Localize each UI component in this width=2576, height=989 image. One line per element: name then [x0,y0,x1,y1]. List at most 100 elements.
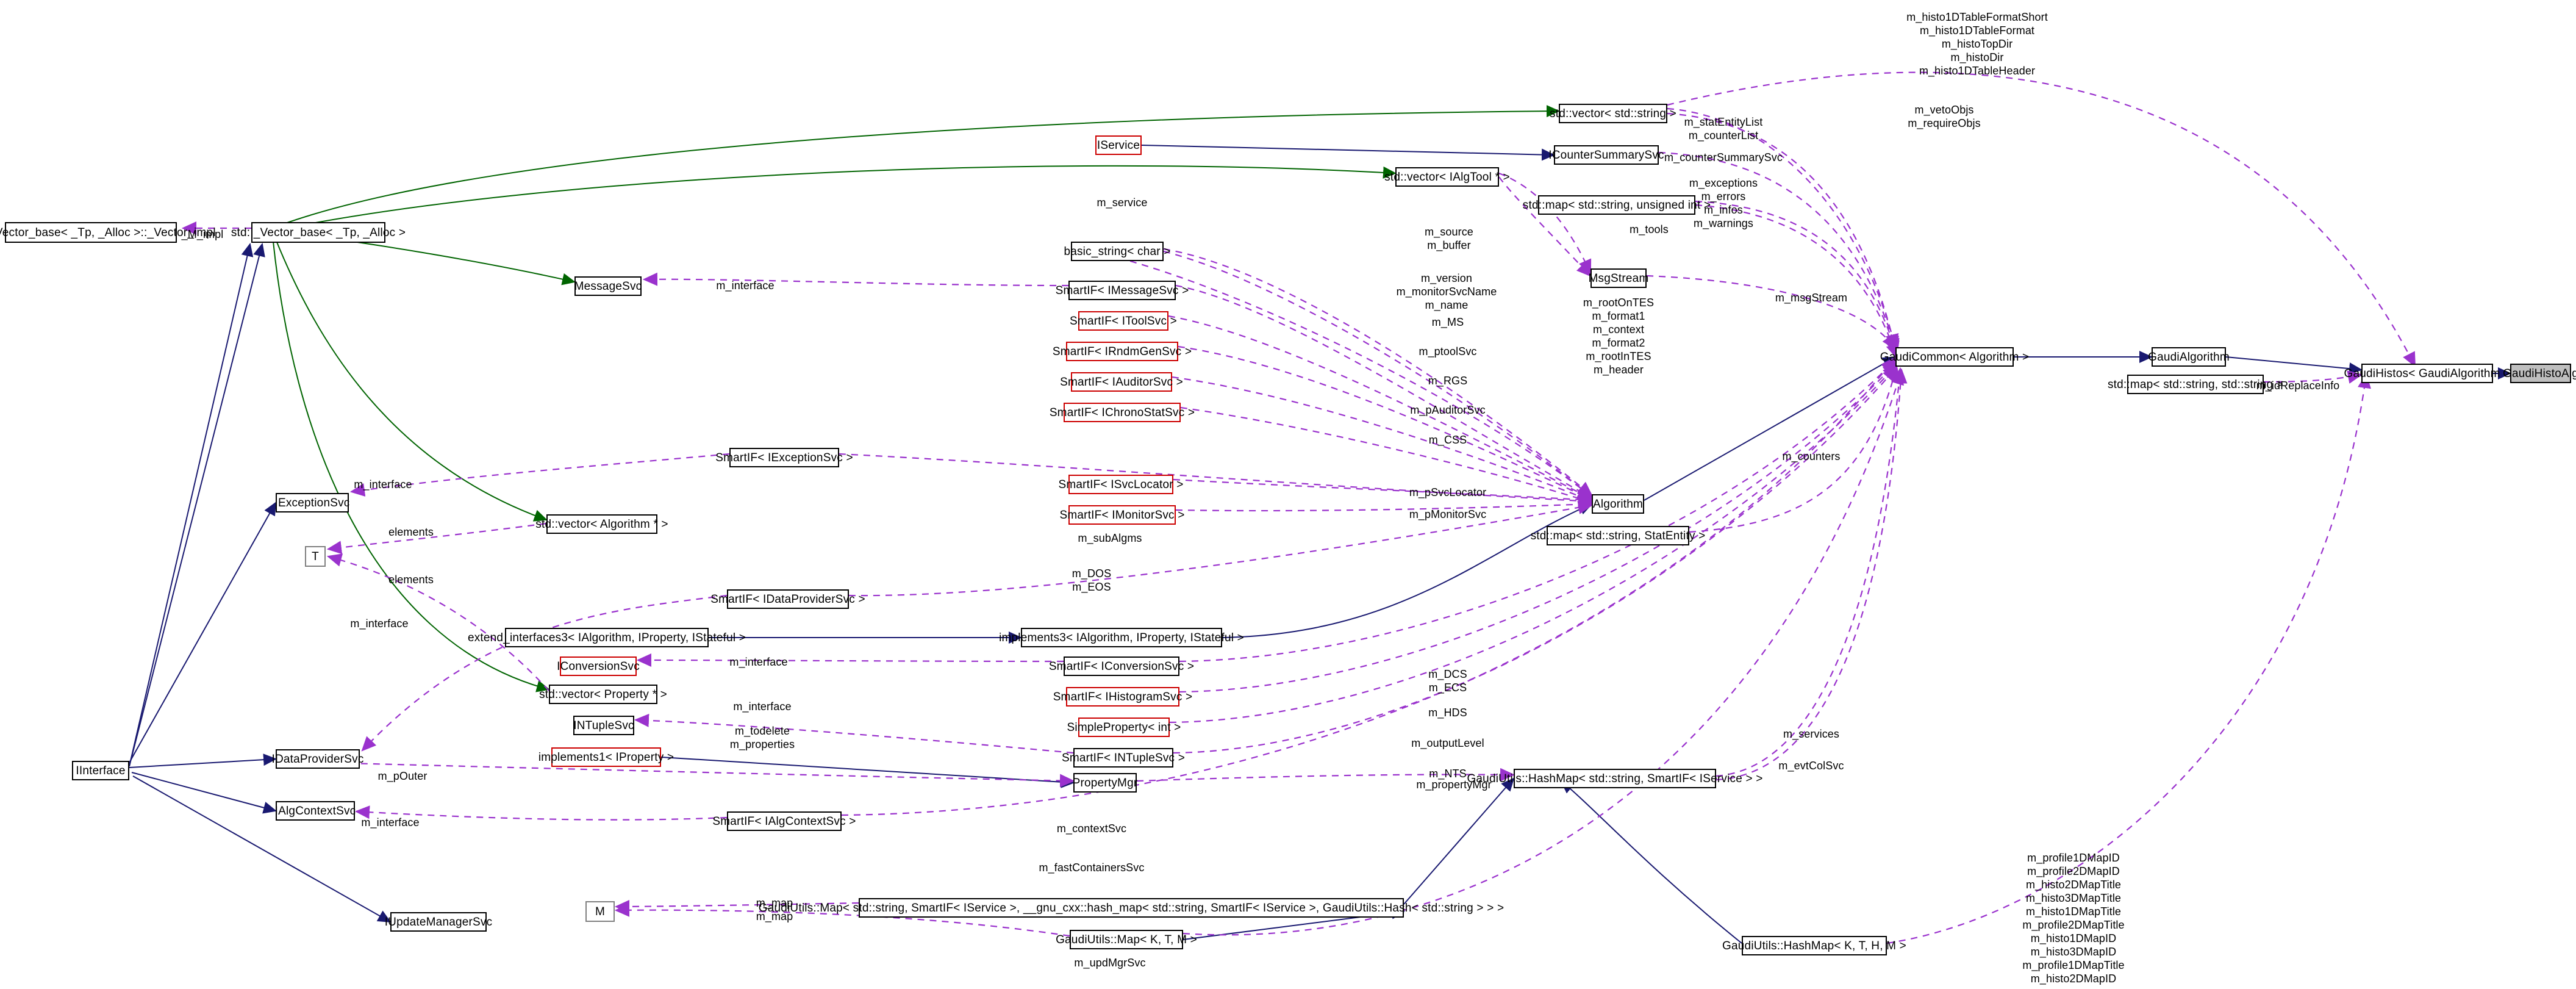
edge-label-e18: m_version m_monitorSvcName m_name [1396,272,1497,311]
edge-label-e27: m_DOS m_EOS [1072,567,1112,593]
class-node-n48[interactable]: GaudiHistos< GaudiAlgorithm > [2344,364,2510,383]
usage-edge [1667,71,2416,367]
inheritance-edges [129,145,2511,944]
edge-label-e36: m_evtColSvc [1778,760,1844,772]
edge-label-e35: m_services [1783,728,1840,740]
class-node-n47[interactable]: std::map< std::string, std::string > [2108,375,2283,394]
class-node-n14[interactable]: M [585,901,615,922]
class-node-n28[interactable]: SimpleProperty< int > [1067,717,1181,737]
class-node-n32[interactable]: std::vector< IAlgTool * > [1384,167,1510,187]
usage-edge [1163,248,1593,497]
usage-edge [1169,364,1898,724]
class-node-n11[interactable]: IAlgContextSvc [275,801,356,821]
class-node-n49[interactable]: GaudiHistoAlg [2503,364,2576,383]
edge-label-e39: m_exceptions m_errors m_infos m_warnings [1689,177,1758,229]
edge-label-e42: m_histo1DTableFormatShort m_histo1DTable… [1906,11,2048,77]
class-node-n46[interactable]: GaudiAlgorithm [2148,347,2230,367]
class-node-n16[interactable]: SmartIF< IAlgContextSvc > [712,811,856,831]
edge-label-e26: m_subAlgms [1078,532,1142,544]
class-node-n12[interactable]: IInterface [72,761,129,780]
edge-label-e38: m_counterSummarySvc [1664,151,1783,164]
usage-edge [1667,112,1899,352]
edge-label-e8: m_todelete m_properties [729,725,795,750]
class-node-n21[interactable]: SmartIF< IRndmGenSvc > [1053,342,1192,361]
class-node-n39[interactable]: extend_interfaces3< IAlgorithm, IPropert… [468,628,746,647]
inherit-edge [129,243,254,767]
class-node-n35[interactable]: std::map< std::string, unsigned int > [1523,195,1711,215]
usage-edge [1498,172,1592,275]
inherit-edge [1222,503,1593,638]
class-node-n22[interactable]: SmartIF< IAuditorSvc > [1060,372,1183,392]
class-node-n42[interactable]: GaudiUtils::Map< std::string, SmartIF< I… [759,898,1504,918]
class-node-n41[interactable]: GaudiUtils::HashMap< std::string, SmartI… [1467,769,1762,788]
edge-label-e33: m_msgStream [1775,292,1848,304]
inherit-edge [2225,356,2363,375]
inherit-edge [1403,777,1515,905]
class-node-n30[interactable]: basic_string< char > [1064,242,1170,261]
class-node-n40[interactable]: implements3< IAlgorithm, IProperty, ISta… [999,628,1244,647]
class-node-n18[interactable]: SmartIF< IExceptionSvc > [715,448,853,467]
edge-label-e41: m_vetoObjs m_requireObjs [1908,104,1981,129]
class-node-n7[interactable]: std::vector< Property * > [539,685,667,704]
usage-edges [181,71,2416,944]
usage-edge [1173,478,1594,506]
class-node-n29[interactable]: SmartIF< INTupleSvc > [1062,748,1185,768]
class-node-n10[interactable]: IDataProviderSvc [271,749,363,769]
class-node-n15[interactable]: PropertyMgr [1073,773,1137,793]
inherit-edge [1644,356,1897,501]
class-node-n45[interactable]: GaudiCommon< Algorithm > [1880,347,2029,367]
class-node-n33[interactable]: std::vector< std::string > [1550,104,1676,123]
inherit-edge [660,757,1075,788]
template-edge [292,165,1397,228]
class-node-n5[interactable]: std::vector< Algorithm * > [535,514,668,534]
edge-label-e29: m_HDS [1428,707,1467,719]
edge-label-e9: m_pOuter [377,770,428,782]
edge-label-e20: m_ptoolSvc [1419,345,1477,358]
class-node-n8[interactable]: INTupleSvc [573,716,634,735]
edge-label-e5: m_interface [350,617,409,630]
class-node-n19[interactable]: SmartIF< IMessageSvc > [1056,281,1189,300]
class-node-n34[interactable]: ICounterSummarySvc [1548,145,1664,165]
class-node-n3[interactable]: IExceptionSvc [275,493,349,512]
usage-edge [1498,176,1592,277]
template-edges [273,105,1560,692]
edge-label-e2: m_interface [354,478,412,491]
edge-label-e40: m_tools [1630,223,1669,236]
class-node-n36[interactable]: MsgStream [1589,268,1648,288]
class-node-n23[interactable]: SmartIF< IChronoStatSvc > [1050,403,1195,422]
class-node-n13[interactable]: IUpdateManagerSvc [385,912,492,932]
usage-edge [642,272,1069,287]
edge-label-e17: m_source m_buffer [1425,226,1473,251]
class-node-n27[interactable]: SmartIF< IHistogramSvc > [1053,687,1192,707]
class-node-n17[interactable]: SmartIF< IDataProviderSvc > [710,589,865,609]
class-node-n4[interactable]: T [305,546,326,567]
edge-label-e12: m_fastContainersSvc [1039,861,1145,874]
class-node-n43[interactable]: GaudiUtils::Map< K, T, M > [1056,930,1197,949]
usage-edge [1646,275,1897,350]
class-node-n31[interactable]: IService [1095,135,1142,155]
template-edge [275,239,548,522]
class-node-n2[interactable]: MessageSvc [574,276,642,296]
class-node-n20[interactable]: SmartIF< IToolSvc > [1070,311,1177,331]
class-node-n24[interactable]: SmartIF< ISvcLocator > [1058,475,1183,494]
class-node-n25[interactable]: SmartIF< IMonitorSvc > [1060,505,1184,525]
inherit-edge [1560,780,1742,944]
usage-edge [1175,284,1593,499]
class-node-n38[interactable]: std::map< std::string, StatEntity > [1531,526,1705,545]
edge-label-e14: m_updMgrSvc [1074,957,1146,969]
class-node-n0[interactable]: std::_Vector_base< _Tp, _Alloc >::_Vecto… [0,222,216,243]
edge-label-e34: m_counters [1782,450,1841,462]
edge-label-e11: m_contextSvc [1056,822,1127,835]
edge-label-e0: _M_impl [181,228,224,240]
edge-label-e13: m_map m_map [756,897,793,922]
edge-label-e22: m_pAuditorSvc [1410,404,1486,416]
usage-edge [1689,364,1900,533]
class-node-n1[interactable]: std::_Vector_base< _Tp, _Alloc > [231,222,406,243]
class-node-n44[interactable]: GaudiUtils::HashMap< K, T, H, M > [1722,936,1906,955]
class-node-n26[interactable]: SmartIF< IConversionSvc > [1049,656,1194,676]
class-node-n37[interactable]: Algorithm [1592,494,1644,514]
inherit-edge [1141,145,1555,161]
class-node-n9[interactable]: implements1< IProperty > [538,747,674,767]
inherit-edge [129,502,276,763]
class-node-n6[interactable]: IConversionSvc [557,656,640,676]
